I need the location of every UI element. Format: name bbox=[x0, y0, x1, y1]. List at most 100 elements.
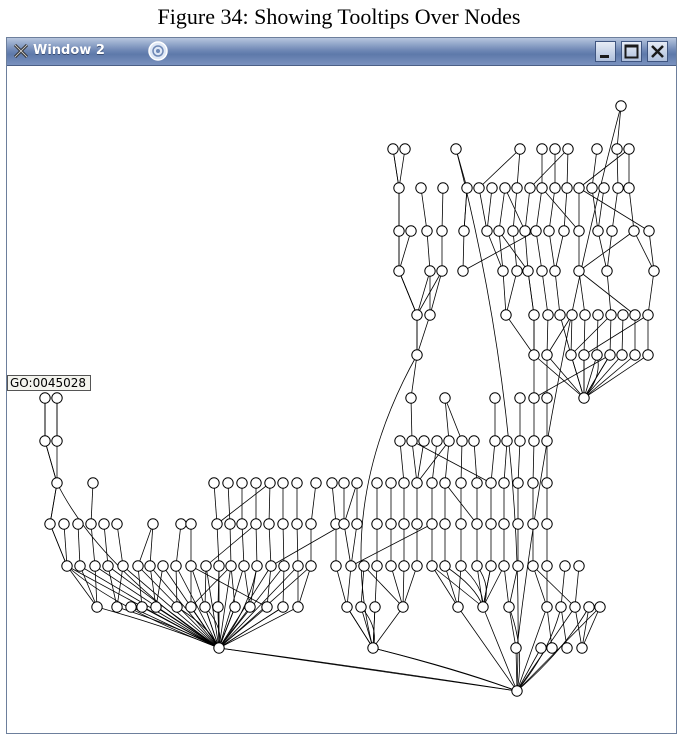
graph-node[interactable] bbox=[277, 601, 289, 613]
graph-node[interactable] bbox=[546, 642, 558, 654]
graph-node[interactable] bbox=[265, 560, 277, 572]
graph-node[interactable] bbox=[527, 518, 539, 530]
graph-node[interactable] bbox=[606, 225, 618, 237]
graph-node[interactable] bbox=[591, 349, 603, 361]
graph-node[interactable] bbox=[498, 477, 510, 489]
graph-node[interactable] bbox=[452, 601, 464, 613]
graph-node[interactable] bbox=[489, 435, 501, 447]
graph-node[interactable] bbox=[549, 265, 561, 277]
graph-node[interactable] bbox=[371, 560, 383, 572]
graph-node[interactable] bbox=[541, 392, 553, 404]
graph-node[interactable] bbox=[573, 560, 585, 572]
graph-node[interactable] bbox=[424, 309, 436, 321]
graph-node[interactable] bbox=[117, 560, 129, 572]
graph-node[interactable] bbox=[514, 435, 526, 447]
graph-node[interactable] bbox=[39, 392, 51, 404]
graph-node[interactable] bbox=[421, 225, 433, 237]
graph-node[interactable] bbox=[510, 642, 522, 654]
graph-node[interactable] bbox=[236, 518, 248, 530]
graph-node[interactable] bbox=[561, 182, 573, 194]
graph-node[interactable] bbox=[559, 560, 571, 572]
graph-node[interactable] bbox=[455, 518, 467, 530]
graph-node[interactable] bbox=[439, 477, 451, 489]
graph-node[interactable] bbox=[498, 518, 510, 530]
graph-node[interactable] bbox=[536, 182, 548, 194]
graph-node[interactable] bbox=[411, 560, 423, 572]
graph-node[interactable] bbox=[549, 143, 561, 155]
graph-node[interactable] bbox=[456, 435, 468, 447]
graph-node[interactable] bbox=[605, 309, 617, 321]
graph-node[interactable] bbox=[528, 349, 540, 361]
graph-node[interactable] bbox=[351, 518, 363, 530]
graph-node[interactable] bbox=[522, 265, 534, 277]
graph-node[interactable] bbox=[573, 265, 585, 277]
graph-node[interactable] bbox=[208, 477, 220, 489]
graph-node[interactable] bbox=[511, 685, 523, 697]
graph-node[interactable] bbox=[455, 560, 467, 572]
graph-node[interactable] bbox=[592, 225, 604, 237]
graph-node[interactable] bbox=[250, 477, 262, 489]
graph-node[interactable] bbox=[576, 642, 588, 654]
graph-node[interactable] bbox=[514, 143, 526, 155]
graph-node[interactable] bbox=[292, 560, 304, 572]
graph-node[interactable] bbox=[514, 392, 526, 404]
graph-node[interactable] bbox=[543, 225, 555, 237]
graph-node[interactable] bbox=[51, 392, 63, 404]
graph-node[interactable] bbox=[501, 435, 513, 447]
graph-node[interactable] bbox=[291, 518, 303, 530]
graph-node[interactable] bbox=[426, 477, 438, 489]
graph-node[interactable] bbox=[170, 560, 182, 572]
graph-node[interactable] bbox=[175, 518, 187, 530]
title-bar[interactable]: Window 2 bbox=[7, 38, 676, 66]
graph-node[interactable] bbox=[471, 518, 483, 530]
graph-node[interactable] bbox=[225, 560, 237, 572]
graph-node[interactable] bbox=[398, 477, 410, 489]
graph-node[interactable] bbox=[578, 349, 590, 361]
graph-node[interactable] bbox=[341, 601, 353, 613]
graph-node[interactable] bbox=[244, 601, 256, 613]
graph-node[interactable] bbox=[616, 349, 628, 361]
graph-node[interactable] bbox=[554, 309, 566, 321]
graph-node[interactable] bbox=[264, 477, 276, 489]
graph-node[interactable] bbox=[85, 518, 97, 530]
graph-node[interactable] bbox=[527, 560, 539, 572]
graph-node[interactable] bbox=[351, 477, 363, 489]
graph-node[interactable] bbox=[628, 225, 640, 237]
graph-node[interactable] bbox=[566, 309, 578, 321]
graph-node[interactable] bbox=[443, 435, 455, 447]
graph-node[interactable] bbox=[458, 225, 470, 237]
graph-node[interactable] bbox=[499, 182, 511, 194]
graph-node[interactable] bbox=[583, 601, 595, 613]
graph-node[interactable] bbox=[291, 477, 303, 489]
graph-node[interactable] bbox=[439, 518, 451, 530]
graph-node[interactable] bbox=[305, 518, 317, 530]
graph-node[interactable] bbox=[150, 601, 162, 613]
graph-node[interactable] bbox=[617, 309, 629, 321]
go-term-graph[interactable] bbox=[7, 66, 676, 733]
graph-node[interactable] bbox=[310, 477, 322, 489]
graph-node[interactable] bbox=[485, 477, 497, 489]
graph-node[interactable] bbox=[387, 143, 399, 155]
graph-node[interactable] bbox=[486, 182, 498, 194]
graph-node[interactable] bbox=[512, 518, 524, 530]
graph-node[interactable] bbox=[74, 560, 86, 572]
graph-node[interactable] bbox=[277, 477, 289, 489]
graph-node[interactable] bbox=[541, 560, 553, 572]
graph-node[interactable] bbox=[439, 392, 451, 404]
graph-node[interactable] bbox=[398, 560, 410, 572]
graph-node[interactable] bbox=[562, 143, 574, 155]
graph-node[interactable] bbox=[157, 560, 169, 572]
graph-node[interactable] bbox=[222, 477, 234, 489]
minimize-button[interactable] bbox=[595, 41, 616, 62]
graph-node[interactable] bbox=[397, 601, 409, 613]
graph-node[interactable] bbox=[199, 601, 211, 613]
graph-node[interactable] bbox=[436, 265, 448, 277]
graph-node[interactable] bbox=[643, 225, 655, 237]
graph-node[interactable] bbox=[51, 477, 63, 489]
graph-node[interactable] bbox=[431, 435, 443, 447]
graph-node[interactable] bbox=[578, 392, 590, 404]
close-button[interactable] bbox=[647, 41, 668, 62]
graph-node[interactable] bbox=[238, 560, 250, 572]
graph-node[interactable] bbox=[541, 435, 553, 447]
graph-node[interactable] bbox=[511, 265, 523, 277]
